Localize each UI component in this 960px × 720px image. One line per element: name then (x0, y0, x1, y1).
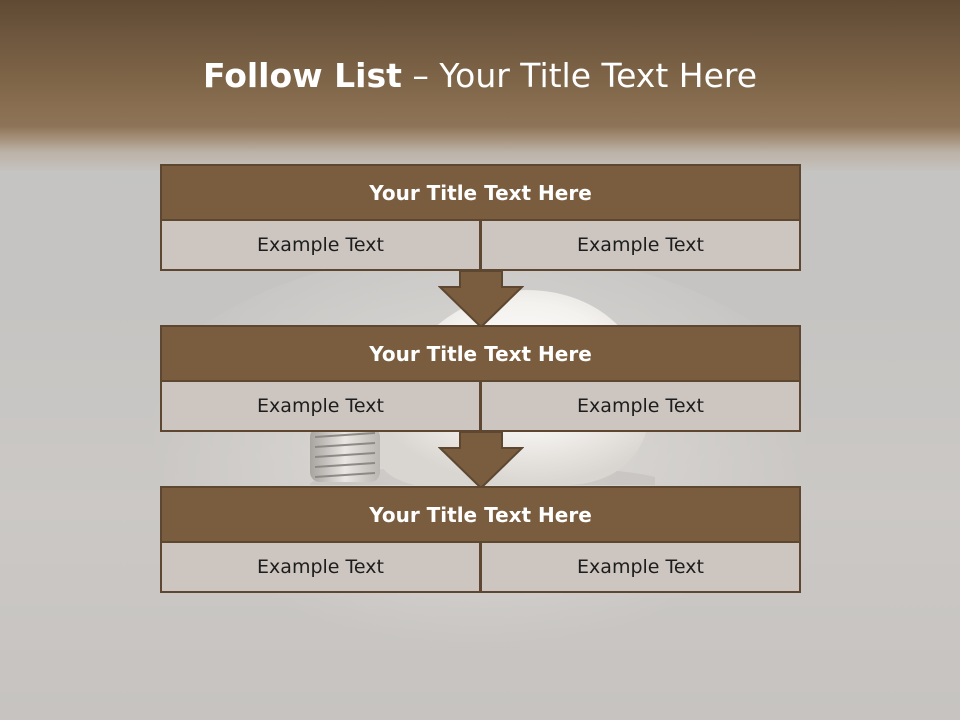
down-arrow-icon (438, 432, 524, 490)
step-title-1: Your Title Text Here (160, 164, 801, 221)
slide-title-rest: – Your Title Text Here (401, 56, 758, 95)
slide-title-bold: Follow List (202, 56, 402, 95)
step-2-left-cell: Example Text (160, 382, 481, 432)
step-title-2: Your Title Text Here (160, 325, 801, 382)
step-1-right-cell: Example Text (480, 221, 801, 271)
step-2-right-cell: Example Text (480, 382, 801, 432)
step-1-left-cell: Example Text (160, 221, 481, 271)
step-3-right-cell: Example Text (480, 543, 801, 593)
step-3-left-cell: Example Text (160, 543, 481, 593)
header-band (0, 0, 960, 170)
bulb-screw-base (310, 427, 380, 482)
step-title-3: Your Title Text Here (160, 486, 801, 543)
slide-title: Follow List – Your Title Text Here (0, 54, 960, 98)
down-arrow-icon (438, 271, 524, 329)
